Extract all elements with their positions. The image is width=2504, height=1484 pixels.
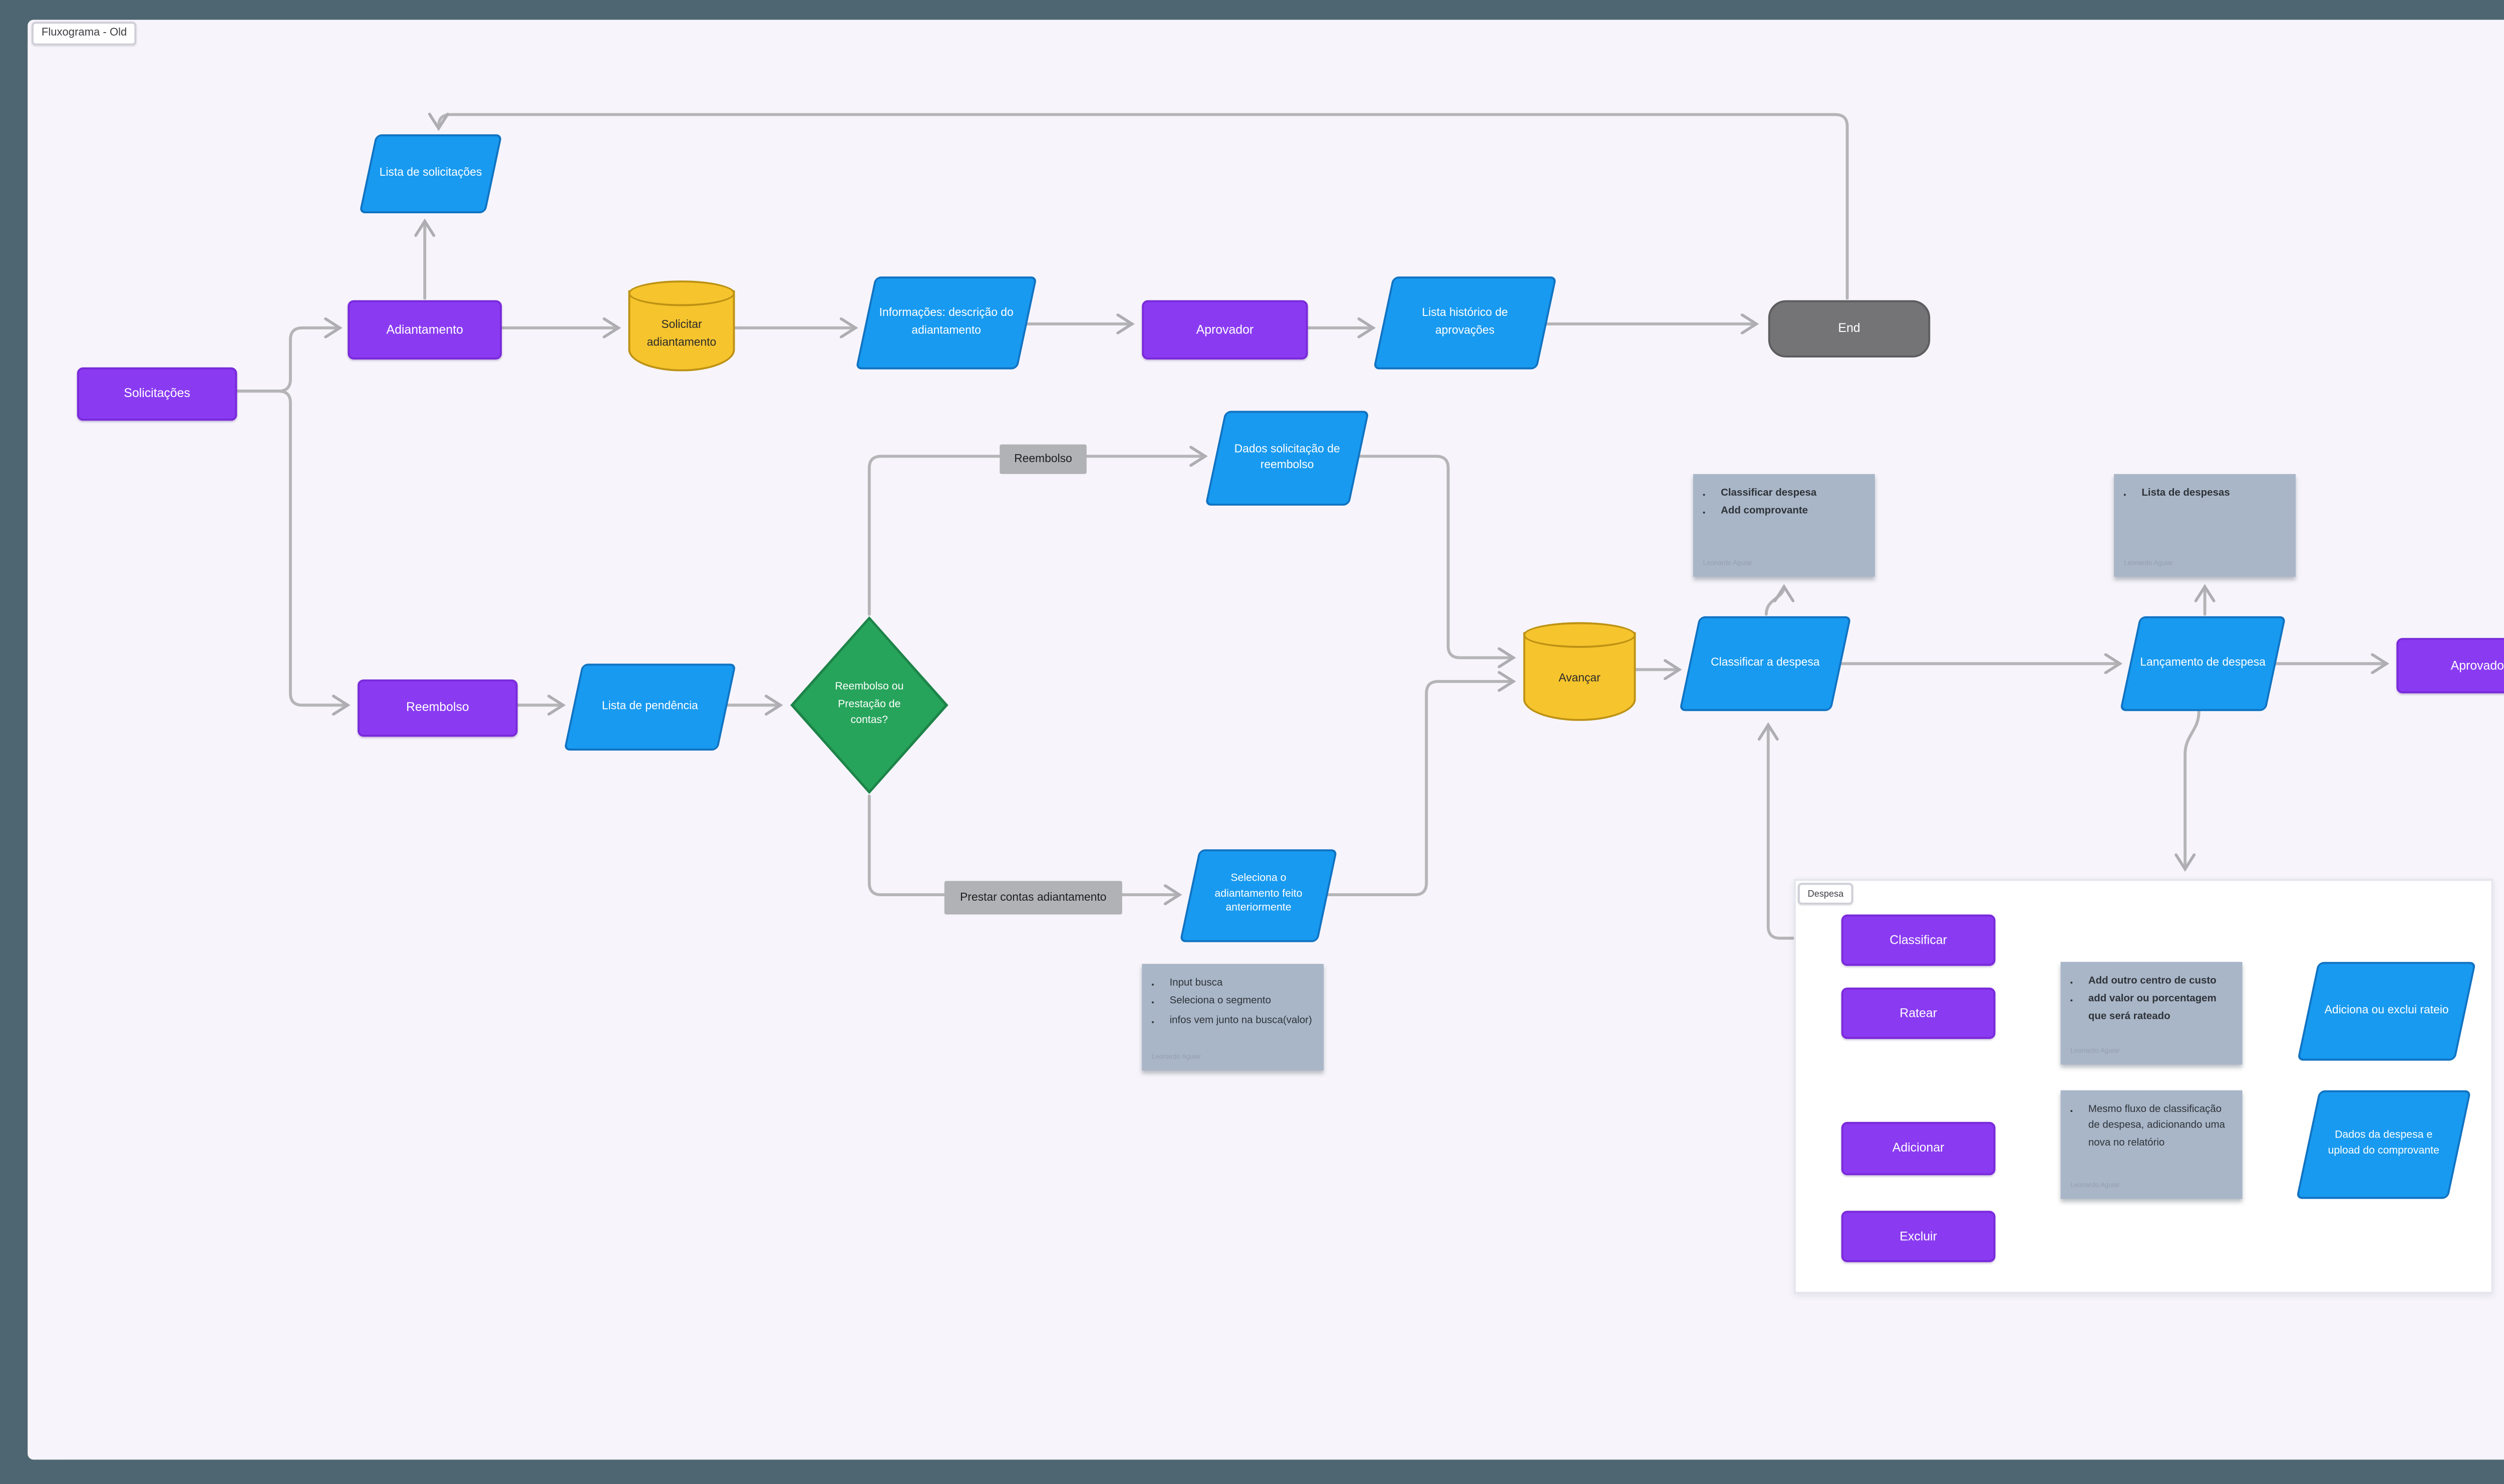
node-decisao[interactable]: Reembolso ou Prestação de contas?	[790, 616, 949, 794]
node-adiantamento[interactable]: Adiantamento	[348, 300, 502, 359]
node-lista-solicitacoes[interactable]: Lista de solicitações	[359, 134, 503, 214]
node-lista-historico-1[interactable]: Lista histórico de aprovações	[1373, 276, 1557, 369]
note-lista-despesas[interactable]: Lista de despesas Leonardo Aguiar	[2114, 474, 2296, 577]
node-dados-reembolso[interactable]: Dados solicitação de reembolso	[1205, 411, 1370, 506]
node-lancamento-despesa[interactable]: Lançamento de despesa	[2119, 616, 2286, 711]
cylinder-top	[1523, 622, 1636, 648]
note-author: Leonardo Aguiar	[2070, 1180, 2120, 1189]
note-author: Leonardo Aguiar	[2123, 558, 2173, 566]
node-adiciona-exclui-rateio[interactable]: Adiciona ou exclui rateio	[2297, 962, 2476, 1061]
note-adicionar-despesa[interactable]: Mesmo fluxo de classificação de despesa,…	[2060, 1090, 2243, 1199]
node-dados-despesa-upload[interactable]: Dados da despesa e upload do comprovante	[2296, 1090, 2471, 1199]
node-adicionar[interactable]: Adicionar	[1841, 1122, 1996, 1176]
note-rateio[interactable]: Add outro centro de custo add valor ou p…	[2060, 962, 2243, 1065]
note-author: Leonardo Aguiar	[2070, 1046, 2120, 1054]
node-classificar[interactable]: Classificar	[1841, 914, 1996, 966]
edge-label-prestar-contas[interactable]: Prestar contas adiantamento	[944, 881, 1122, 915]
node-avancar[interactable]: Avançar	[1523, 622, 1636, 721]
note-author: Leonardo Aguiar	[1151, 1051, 1201, 1060]
board-title-tab[interactable]: Fluxograma - Old	[32, 22, 137, 46]
note-author: Leonardo Aguiar	[1703, 558, 1752, 566]
despesa-frame-label[interactable]: Despesa	[1797, 883, 1853, 905]
node-reembolso[interactable]: Reembolso	[358, 679, 518, 737]
note-input-busca[interactable]: Input busca Seleciona o segmento infos v…	[1142, 964, 1324, 1071]
node-aprovador-2[interactable]: Aprovador	[2396, 638, 2504, 693]
node-aprovador-1[interactable]: Aprovador	[1142, 300, 1308, 359]
node-seleciona-adiantamento[interactable]: Seleciona o adiantamento feito anteriorm…	[1179, 849, 1338, 942]
note-classificar-despesa[interactable]: Classificar despesa Add comprovante Leon…	[1693, 474, 1875, 577]
node-informacoes[interactable]: Informações: descrição do adiantamento	[855, 276, 1038, 369]
node-ratear[interactable]: Ratear	[1841, 987, 1996, 1039]
node-end[interactable]: End	[1768, 300, 1931, 358]
node-solicitacoes[interactable]: Solicitações	[77, 367, 237, 421]
cylinder-top	[628, 280, 735, 306]
node-lista-pendencia[interactable]: Lista de pendência	[563, 663, 737, 751]
node-classificar-despesa[interactable]: Classificar a despesa	[1679, 616, 1851, 711]
edge-label-reembolso[interactable]: Reembolso	[1000, 444, 1087, 474]
node-excluir[interactable]: Excluir	[1841, 1211, 1996, 1262]
node-solicitar-adiantamento[interactable]: Solicitar adiantamento	[628, 280, 735, 372]
